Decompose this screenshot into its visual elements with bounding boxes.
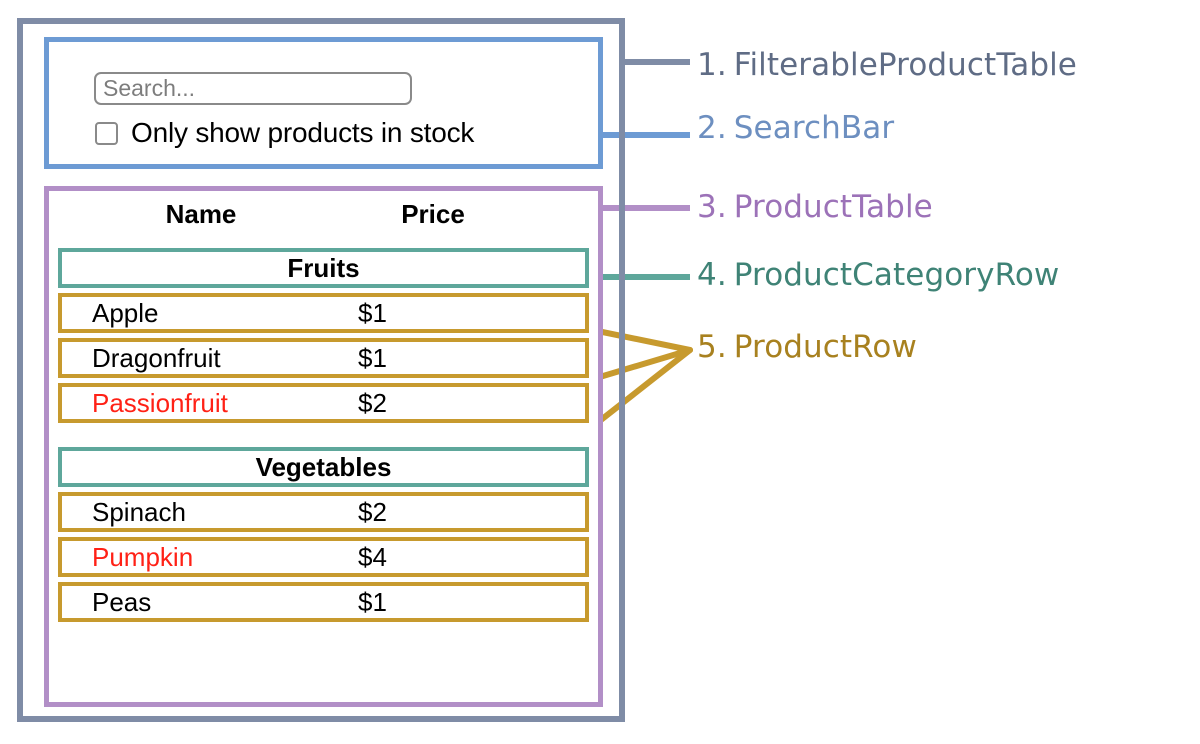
legend-label-text: SearchBar	[733, 110, 895, 146]
legend-label-text: ProductTable	[733, 189, 933, 225]
product-category-label: Vegetables	[255, 452, 392, 482]
in-stock-checkbox[interactable]	[95, 121, 118, 145]
search-input[interactable]	[94, 72, 412, 105]
product-name: Dragonfruit	[92, 343, 221, 373]
product-price: $2	[358, 497, 387, 527]
product-price: $4	[358, 542, 387, 572]
in-stock-filter[interactable]: Only show products in stock	[95, 118, 474, 148]
legend-item-product-category-row: 4.ProductCategoryRow	[697, 257, 1059, 293]
product-row: Dragonfruit $1	[58, 338, 589, 378]
product-name: Peas	[92, 587, 152, 617]
legend-label-text: FilterableProductTable	[733, 47, 1077, 83]
legend-label-text: ProductCategoryRow	[733, 257, 1060, 293]
legend-number: 4.	[697, 257, 727, 293]
product-name: Passionfruit	[92, 388, 228, 418]
legend-item-product-row: 5.ProductRow	[697, 329, 917, 365]
legend-item-product-table: 3.ProductTable	[697, 189, 933, 225]
product-price: $2	[358, 388, 387, 418]
product-table-header: Name Price	[49, 199, 598, 239]
legend-number: 2.	[697, 110, 727, 146]
product-price: $1	[358, 587, 387, 617]
legend-label-text: ProductRow	[733, 329, 917, 365]
product-table-rows: Fruits Apple $1 Dragonfruit $1 Passionfr…	[58, 248, 589, 627]
product-row: Peas $1	[58, 582, 589, 622]
column-header-name: Name	[165, 199, 237, 229]
product-price: $1	[358, 298, 387, 328]
column-header-price: Price	[401, 199, 465, 229]
product-name: Spinach	[92, 497, 186, 527]
product-name: Pumpkin	[92, 542, 194, 572]
product-category-label: Fruits	[287, 253, 360, 283]
product-price: $1	[358, 343, 387, 373]
legend-number: 3.	[697, 189, 727, 225]
legend-number: 5.	[697, 329, 727, 365]
product-row: Pumpkin $4	[58, 537, 589, 577]
legend-item-search-bar: 2.SearchBar	[697, 110, 894, 146]
in-stock-checkbox-label: Only show products in stock	[131, 117, 475, 148]
search-bar: Only show products in stock	[44, 37, 603, 169]
product-row: Spinach $2	[58, 492, 589, 532]
group-separator	[58, 428, 589, 447]
product-row: Apple $1	[58, 293, 589, 333]
product-table: Name Price Fruits Apple $1 Dragonfruit $…	[44, 186, 603, 707]
product-category-row: Fruits	[58, 248, 589, 288]
legend-number: 1.	[697, 47, 727, 83]
legend-item-filterable-product-table: 1.FilterableProductTable	[697, 47, 1077, 83]
product-category-row: Vegetables	[58, 447, 589, 487]
product-name: Apple	[92, 298, 159, 328]
product-row: Passionfruit $2	[58, 383, 589, 423]
filterable-product-table-boundary	[17, 18, 625, 722]
